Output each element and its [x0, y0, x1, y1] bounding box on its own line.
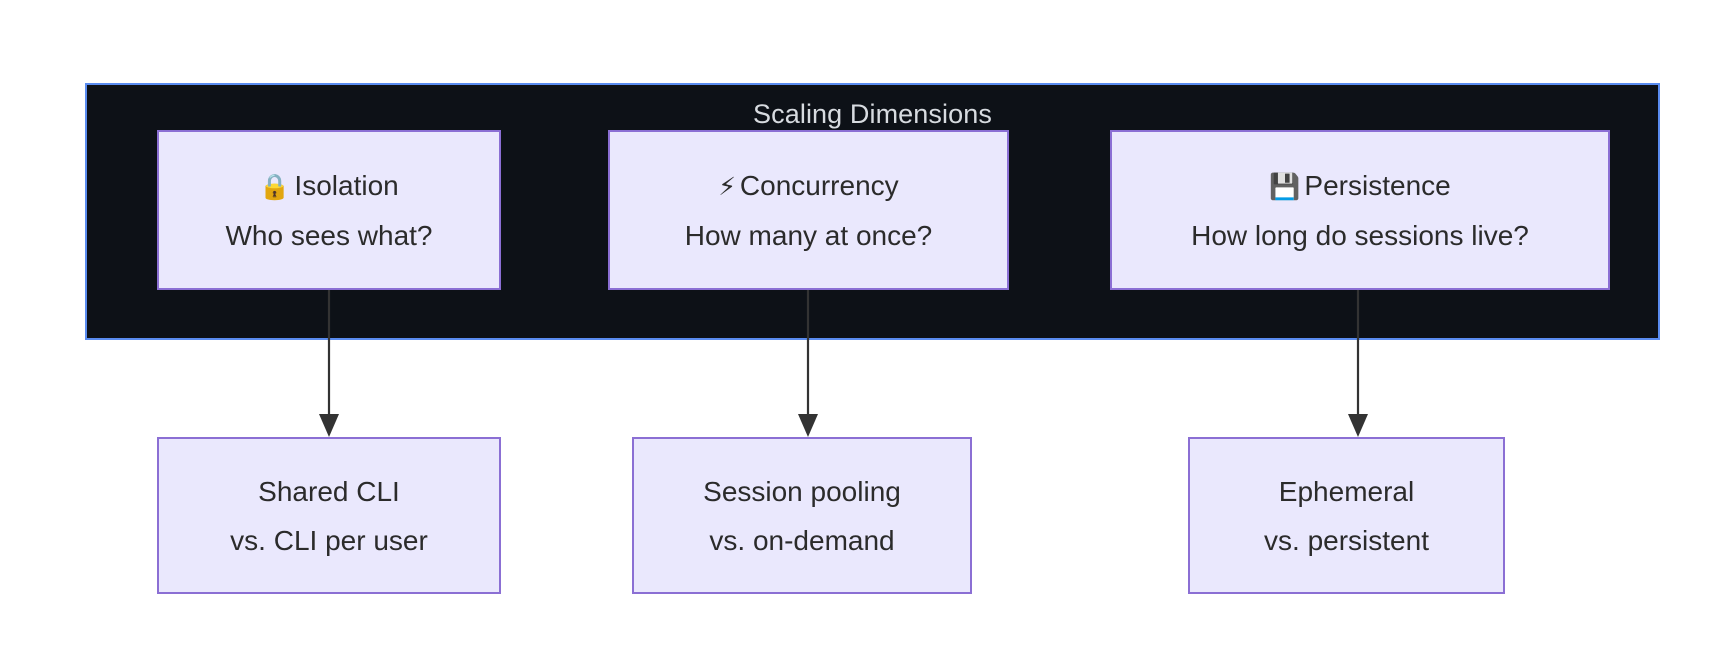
node-persistence-question: How long do sessions live?	[1191, 219, 1529, 251]
node-ephemeral-line2: vs. persistent	[1264, 524, 1429, 556]
node-concurrency-label: Concurrency	[739, 169, 899, 201]
node-session-pooling[interactable]: Session pooling vs. on-demand	[632, 437, 972, 594]
node-persistence-heading: 💾Persistence	[1269, 161, 1450, 211]
node-concurrency[interactable]: ⚡Concurrency How many at once?	[608, 130, 1009, 290]
node-concurrency-heading: ⚡Concurrency	[718, 161, 898, 211]
node-session-pooling-line2: vs. on-demand	[709, 524, 895, 556]
node-shared-cli[interactable]: Shared CLI vs. CLI per user	[157, 437, 501, 594]
node-isolation-question: Who sees what?	[225, 219, 433, 251]
node-shared-cli-line1: Shared CLI	[258, 475, 400, 507]
node-concurrency-question: How many at once?	[684, 219, 933, 251]
node-shared-cli-line2: vs. CLI per user	[230, 524, 428, 556]
lock-icon: 🔒	[259, 171, 291, 201]
floppy-disk-icon: 💾	[1269, 171, 1301, 201]
node-persistence-label: Persistence	[1304, 169, 1451, 201]
node-isolation-heading: 🔒Isolation	[259, 161, 398, 211]
subgraph-title: Scaling Dimensions	[753, 99, 992, 129]
node-isolation[interactable]: 🔒Isolation Who sees what?	[157, 130, 501, 290]
node-ephemeral[interactable]: Ephemeral vs. persistent	[1188, 437, 1505, 594]
node-session-pooling-line1: Session pooling	[703, 475, 901, 507]
node-ephemeral-line1: Ephemeral	[1278, 475, 1415, 507]
node-persistence[interactable]: 💾Persistence How long do sessions live?	[1110, 130, 1610, 290]
node-isolation-label: Isolation	[294, 169, 399, 201]
lightning-bolt-icon: ⚡	[718, 171, 736, 201]
